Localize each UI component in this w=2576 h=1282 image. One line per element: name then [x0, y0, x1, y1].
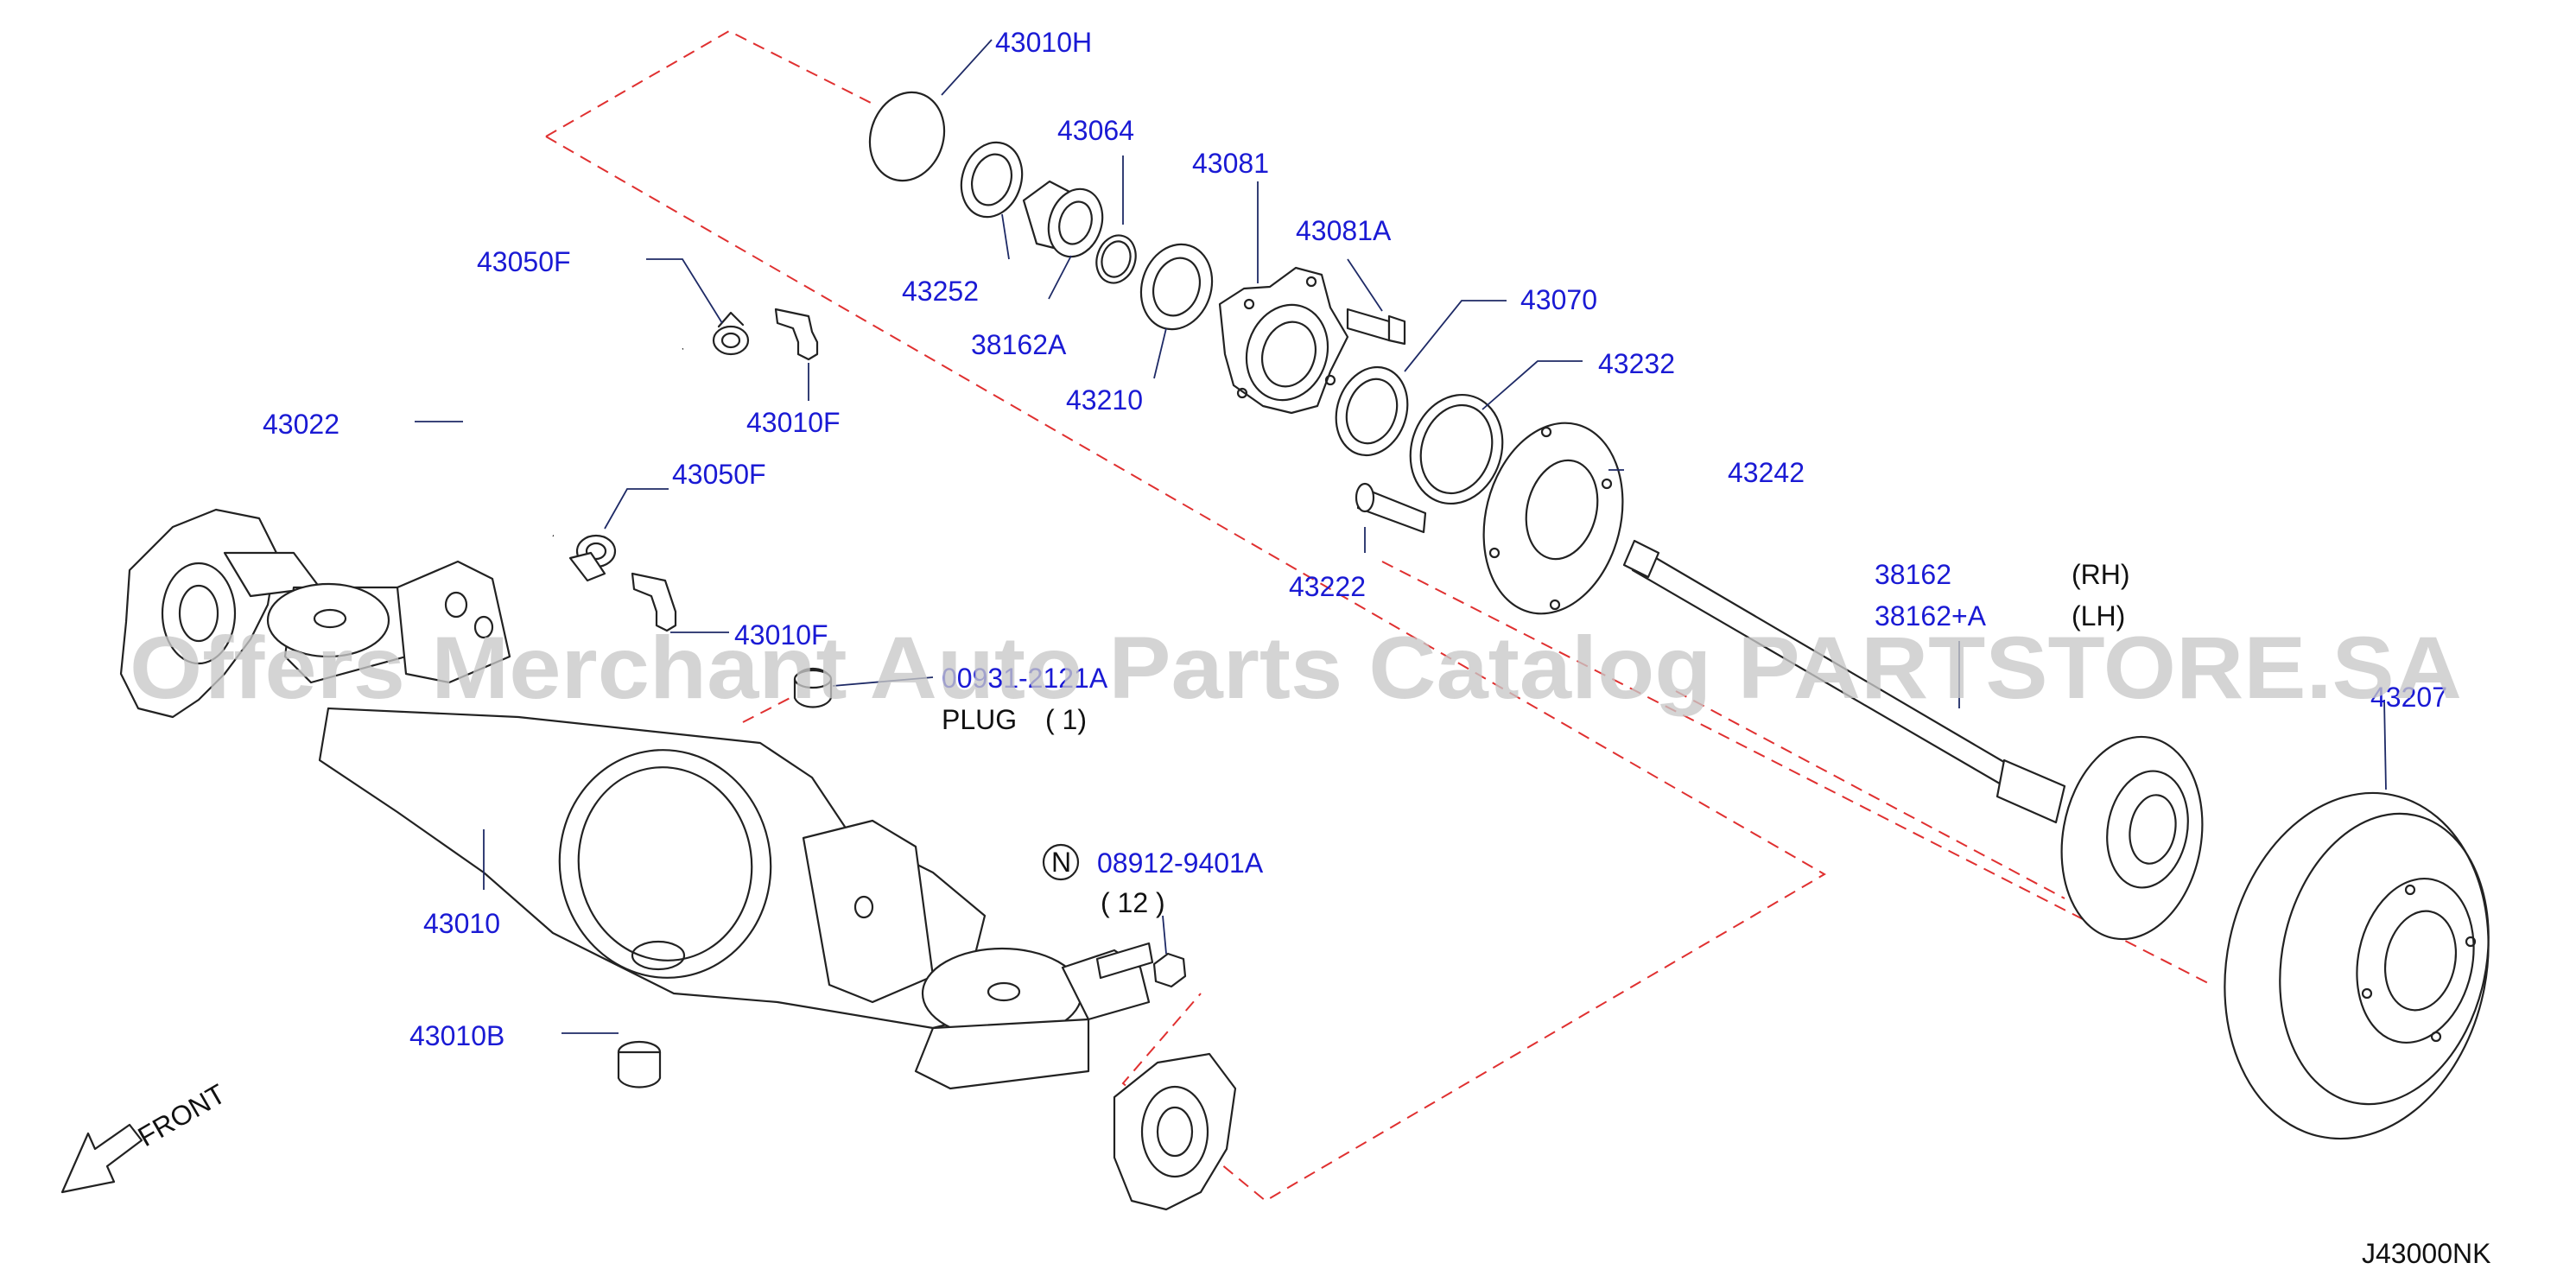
drain-plug-part[interactable] [617, 1040, 662, 1088]
breather-mid-part[interactable] [631, 572, 677, 632]
plug-part[interactable] [793, 668, 833, 708]
callout-08912-qty: ( 12 ) [1101, 887, 1165, 918]
axle-shaft-part[interactable] [1622, 539, 2218, 950]
callout-43050f-top[interactable]: 43050F [477, 246, 571, 277]
snap-ring-part[interactable] [1090, 231, 1141, 289]
callout-43010b[interactable]: 43010B [409, 1020, 504, 1051]
callout-43222[interactable]: 43222 [1289, 571, 1366, 602]
callout-43022[interactable]: 43022 [263, 409, 339, 440]
callout-43232[interactable]: 43232 [1598, 348, 1675, 379]
n-symbol-icon [1042, 843, 1080, 881]
callout-43081a[interactable]: 43081A [1296, 215, 1392, 246]
clamp-mid-part[interactable] [568, 534, 617, 582]
o-ring-part[interactable] [859, 83, 955, 191]
callout-43210[interactable]: 43210 [1066, 384, 1143, 416]
callout-43064[interactable]: 43064 [1057, 115, 1134, 146]
callout-43010f-top[interactable]: 43010F [746, 407, 841, 438]
callout-43010h[interactable]: 43010H [995, 27, 1092, 58]
callout-plug[interactable]: 00931-2121A [942, 663, 1108, 694]
brake-drum-part[interactable] [2193, 768, 2519, 1164]
housing-stud-part[interactable] [1095, 942, 1154, 980]
n-symbol-letter: N [1051, 847, 1071, 878]
callout-43050f-mid[interactable]: 43050F [672, 459, 766, 490]
bearing-43210-part[interactable] [1131, 235, 1223, 339]
axle-housing-part[interactable] [119, 508, 1237, 1211]
callout-38162a-lh[interactable]: 38162+A [1875, 600, 1987, 631]
front-label: FRONT [133, 1078, 231, 1152]
callout-43010[interactable]: 43010 [423, 908, 500, 939]
bearing-race-part[interactable] [1022, 180, 1111, 263]
hose-part[interactable] [456, 341, 686, 543]
callout-43081[interactable]: 43081 [1192, 148, 1269, 179]
callout-38162a[interactable]: 38162A [971, 329, 1067, 360]
callout-43242[interactable]: 43242 [1728, 457, 1805, 488]
callout-43010f-mid[interactable]: 43010F [734, 619, 828, 651]
plug-desc: PLUG [942, 704, 1017, 735]
bearing-43252-part[interactable] [952, 135, 1031, 225]
backing-plate-part[interactable] [1464, 408, 1642, 628]
callout-43207[interactable]: 43207 [2370, 682, 2447, 713]
seal-43232-part[interactable] [1397, 383, 1516, 516]
drawing-code: J43000NK [2362, 1238, 2490, 1269]
callout-38162a-lh-side: (LH) [2072, 600, 2125, 631]
plug-qty: ( 1) [1045, 704, 1087, 735]
callout-08912-9401a[interactable]: 08912-9401A [1097, 847, 1264, 879]
breather-top-part[interactable] [774, 308, 819, 361]
assembly-boundary [545, 29, 2212, 1203]
bolt-43081a-part[interactable] [1346, 308, 1406, 346]
callout-38162-side: (RH) [2072, 559, 2130, 590]
stud-43222-part[interactable] [1355, 482, 1427, 534]
leader-lines [415, 39, 2387, 1034]
seal-43070-part[interactable] [1325, 358, 1418, 465]
clamp-top-part[interactable] [712, 311, 750, 356]
front-arrow-icon [60, 1123, 143, 1194]
callout-43252[interactable]: 43252 [902, 276, 979, 307]
watermark: Offers Merchant Auto Parts Catalog PARTS… [130, 619, 2462, 717]
callout-38162[interactable]: 38162 [1875, 559, 1951, 590]
nut-part[interactable] [1152, 952, 1187, 988]
callout-43070[interactable]: 43070 [1520, 284, 1597, 315]
bearing-housing-part[interactable] [1218, 266, 1349, 415]
